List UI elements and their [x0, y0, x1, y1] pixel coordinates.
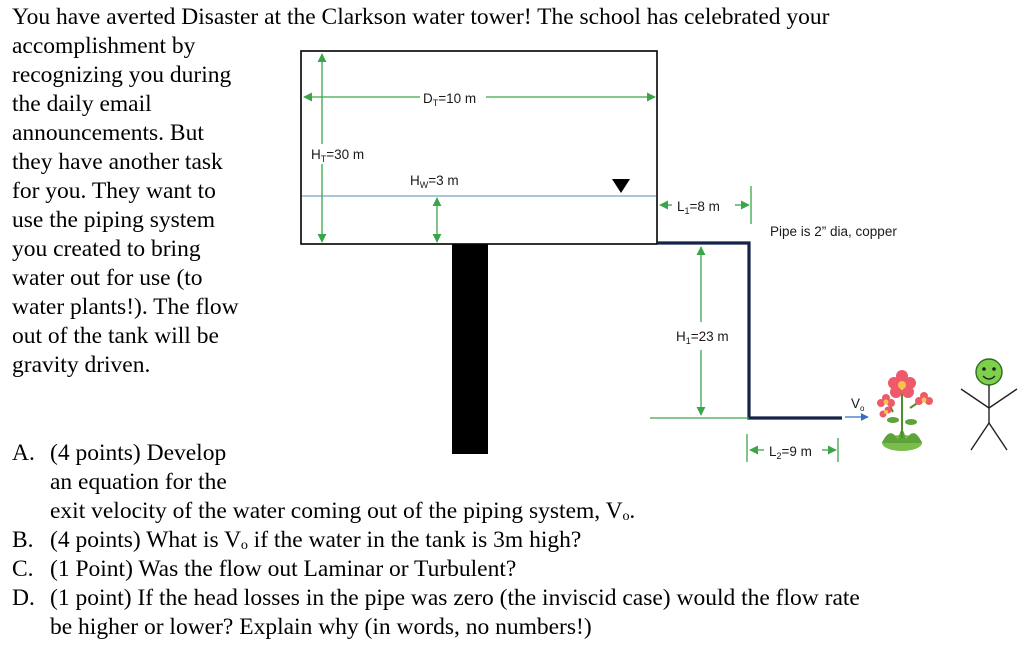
flower-plant-icon	[877, 370, 933, 451]
ht-label-bg	[309, 144, 373, 164]
intro-line: announcements. But	[12, 120, 204, 146]
question-a-label: A.	[12, 440, 35, 466]
pipe-note: Pipe is 2” dia, copper	[770, 224, 897, 239]
intro-line: accomplishment by	[12, 33, 196, 59]
h1-label: H1=23 m	[676, 329, 729, 346]
question-d-label: D.	[12, 585, 35, 611]
l2-label: L2=9 m	[769, 444, 812, 461]
intro-line: out of the tank will be	[12, 323, 219, 349]
dt-label-bg	[420, 87, 486, 107]
question-a-text: (4 points) Develop	[50, 440, 227, 466]
intro-line: water out for use (to	[12, 265, 203, 291]
question-d-text: (1 point) If the head losses in the pipe…	[50, 585, 860, 611]
question-c-text: (1 Point) Was the flow out Laminar or Tu…	[50, 556, 517, 582]
vo-label: Vo	[851, 396, 865, 413]
intro-line: they have another task	[12, 149, 223, 175]
question-a-text-2: an equation for the	[50, 469, 227, 495]
question-b-text: (4 points) What is Vₒ if the water in th…	[50, 527, 582, 553]
question-d-text-2: be higher or lower? Explain why (in word…	[50, 614, 592, 640]
intro-line: you created to bring	[12, 236, 201, 262]
intro-line: water plants!). The flow	[12, 294, 239, 320]
dt-label: DT=10 m	[423, 91, 476, 108]
question-b-label: B.	[12, 527, 34, 553]
intro-first-line: You have averted Disaster at the Clarkso…	[12, 4, 830, 30]
hw-label: HW=3 m	[410, 173, 459, 190]
intro-line: recognizing you during	[12, 62, 232, 88]
intro-line: for you. They want to	[12, 178, 216, 204]
intro-line: gravity driven.	[12, 352, 151, 378]
question-a-text-3: exit velocity of the water coming out of…	[50, 498, 636, 524]
ht-label: HT=30 m	[311, 147, 364, 164]
water-surface-marker-icon	[612, 179, 630, 193]
pipe	[657, 241, 842, 420]
question-c-label: C.	[12, 556, 34, 582]
tower-leg	[452, 244, 488, 454]
l1-label: L1=8 m	[677, 199, 720, 216]
stick-figure-icon	[960, 358, 1018, 451]
intro-line: the daily email	[12, 91, 152, 117]
intro-paragraph: accomplishment by recognizing you during…	[12, 32, 239, 380]
intro-line: use the piping system	[12, 207, 215, 233]
